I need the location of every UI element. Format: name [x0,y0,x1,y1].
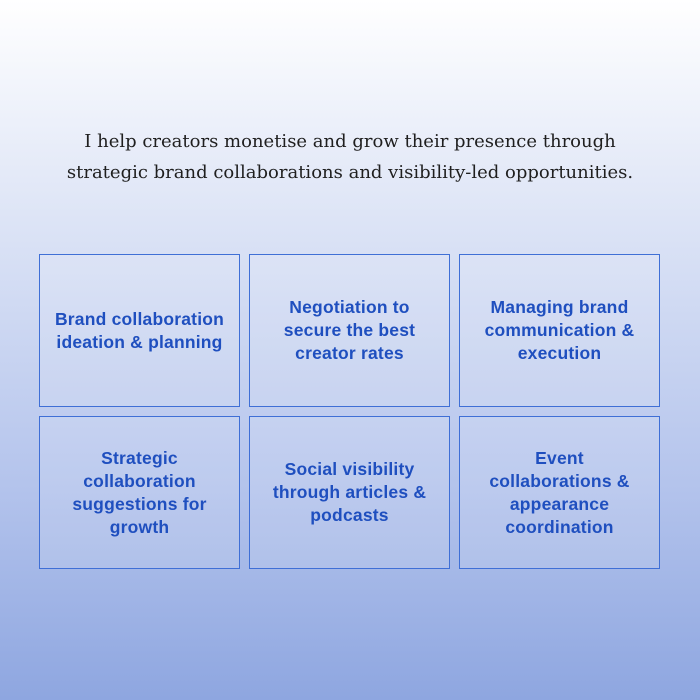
service-card-brand-communication: Managing brand communication & execution [459,254,660,407]
service-card-brand-collaboration: Brand collaboration ideation & planning [39,254,240,407]
service-card-event-collaborations: Event collaborations & appearance coordi… [459,416,660,569]
services-grid: Brand collaboration ideation & planning … [39,254,661,569]
service-card-label: Event collaborations & appearance coordi… [489,447,630,537]
service-card-strategic-suggestions: Strategic collaboration suggestions for … [39,416,240,569]
service-card-negotiation: Negotiation to secure the best creator r… [249,254,450,407]
service-card-label: Negotiation to secure the best creator r… [283,297,416,363]
intro-text: I help creators monetise and grow their … [66,131,634,183]
service-card-label: Managing brand communication & execution [484,297,635,363]
service-card-label: Social visibility through articles & pod… [272,459,427,525]
service-card-label: Brand collaboration ideation & planning [54,308,225,352]
service-card-social-visibility: Social visibility through articles & pod… [249,416,450,569]
service-card-label: Strategic collaboration suggestions for … [72,447,207,537]
